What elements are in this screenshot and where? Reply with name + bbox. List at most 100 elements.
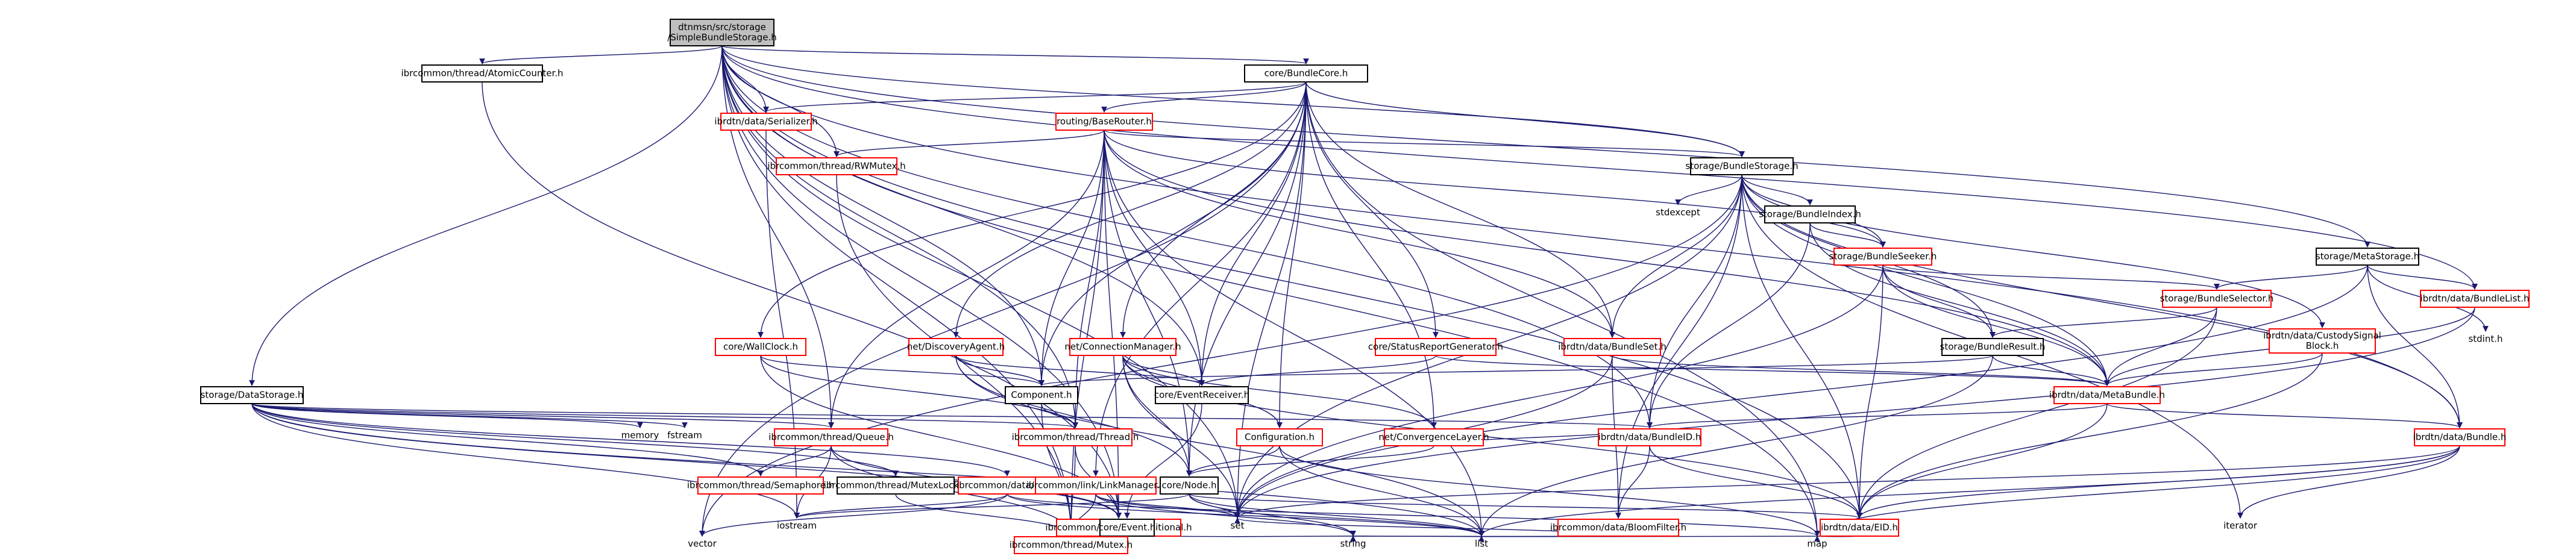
node-bundleid[interactable]: ibrdtn/data/BundleID.h [1598,428,1701,446]
node-node[interactable]: core/Node.h [1160,476,1219,495]
edge-serializer-iostream [765,130,800,519]
edge-baserouter-conditional [1104,130,1122,519]
node-box-rwmutex [776,157,897,175]
node-label-custody: ibrdtn/data/CustodySignal [2263,330,2381,341]
node-metabundle[interactable]: ibrdtn/data/MetaBundle.h [2049,386,2165,404]
node-serializer[interactable]: ibrdtn/data/Serializer.h [714,113,818,131]
node-rwmutex[interactable]: ibrcommon/thread/RWMutex.h [767,157,906,175]
edge-connmgr-convlayer [1122,355,1437,428]
edge-baserouter-mutex [1068,130,1105,536]
node-linkmgr[interactable]: ibrcommon/link/LinkManager.h [1026,476,1166,495]
edge-queue-semaphore [758,445,832,476]
node-set: set [1231,520,1245,531]
node-label-baserouter: routing/BaseRouter.h [1057,116,1152,127]
edge-node-eid [1189,493,1862,519]
node-core[interactable]: core/BundleCore.h [1244,64,1368,83]
node-label-bundleset: ibrdtn/data/BundleSet.h [1558,342,1667,352]
edge-baserouter-bseeker [1104,130,1886,248]
node-datastorage[interactable]: storage/DataStorage.h [200,386,304,404]
node-atomic[interactable]: ibrcommon/thread/AtomicCounter.h [401,64,564,83]
node-label-component: Component.h [1011,390,1072,401]
node-stdint: stdint.h [2468,334,2502,345]
node-metastorage[interactable]: storage/MetaStorage.h [2316,248,2419,266]
node-wallclock[interactable]: core/WallClock.h [715,338,806,356]
node-queue[interactable]: ibrcommon/thread/Queue.h [768,428,894,446]
edge-discovery-node [955,355,1192,476]
node-configuration[interactable]: Configuration.h [1236,428,1323,446]
node-bindex[interactable]: storage/BundleIndex.h [1759,205,1861,223]
node-iostream: iostream [777,520,817,531]
edge-core-baserouter [1101,81,1307,113]
node-bloom[interactable]: ibrcommon/data/BloomFilter.h [1550,519,1686,537]
node-label-convlayer: net/ConvergenceLayer.h [1378,432,1489,443]
node-connmgr[interactable]: net/ConnectionManager.h [1064,338,1181,356]
node-label-linkmgr: ibrcommon/link/LinkManager.h [1026,480,1166,491]
edge-core-bundleset [1305,81,1615,338]
edge-baserouter-queue [828,130,1105,428]
node-bundleh[interactable]: ibrdtn/data/Bundle.h [2413,428,2507,446]
node-statusgen[interactable]: core/StatusReportGenerator.h [1368,338,1503,356]
edge-bundleh-map [1814,445,2460,537]
edge-core-linkmgr [1093,81,1307,476]
edge-bstorage-bundleh [1741,174,2463,428]
node-convlayer[interactable]: net/ConvergenceLayer.h [1378,428,1489,446]
node-box-eventrecv [1155,386,1249,404]
node-label-semaphore: ibrcommon/thread/Semaphore.h [687,480,834,491]
edge-node-string [1189,493,1356,537]
node-component[interactable]: Component.h [1005,386,1078,404]
node-bseeker[interactable]: storage/BundleSeeker.h [1829,248,1937,266]
node-box-bundleh [2414,428,2505,446]
node-bundleset[interactable]: ibrdtn/data/BundleSet.h [1558,338,1667,356]
node-event[interactable]: core/Event.h [1099,519,1156,537]
node-label-file: ibrcommon/data/File.h [957,480,1058,491]
edge-atomic-conditional [482,81,1122,519]
edge-root-eid [721,45,1862,519]
node-bresult[interactable]: storage/BundleResult.h [1940,338,2046,356]
node-label-string: string [1340,539,1366,549]
node-label-bseeker: storage/BundleSeeker.h [1829,251,1937,262]
edge-core-statusgen [1305,81,1439,338]
node-baserouter[interactable]: routing/BaseRouter.h [1055,113,1153,131]
node-root[interactable]: dtnmsn/src/storage/SimpleBundleStorage.h [667,19,777,46]
edge-bundleid-bloom [1615,445,1650,519]
node-thread[interactable]: ibrcommon/thread/Thread.h [1012,428,1139,446]
node-label-event: core/Event.h [1099,522,1156,533]
node-label-atomic: ibrcommon/thread/AtomicCounter.h [401,68,563,79]
edge-datastorage-conditional [251,403,1122,519]
edge-discovery-component [955,355,1045,386]
node-bselector[interactable]: storage/BundleSelector.h [2160,290,2274,308]
node-label-fstream: fstream [667,430,702,441]
node-box-bundleid [1598,428,1701,446]
edge-configuration-node [1186,445,1280,476]
node-layer: dtnmsn/src/storage/SimpleBundleStorage.h… [200,19,2530,554]
edge-metastorage-bselector [2214,264,2368,290]
node-stdexcept: stdexcept [1656,207,1700,218]
node-box-metabundle [2053,386,2161,404]
node-eventrecv[interactable]: core/EventReceiver.h [1154,386,1249,404]
node-semaphore[interactable]: ibrcommon/thread/Semaphore.h [687,476,834,495]
edge-core-wallclock [758,81,1307,338]
node-discovery[interactable]: net/DiscoveryAgent.h [907,338,1005,356]
node-label-connmgr: net/ConnectionManager.h [1064,342,1181,352]
node-box-event [1099,519,1155,537]
node-map: map [1807,539,1827,549]
edge-bundleh-iterator [2237,445,2460,519]
edge-custody-metabundle [2104,352,2323,386]
edge-bstorage-bindex [1741,174,1813,205]
node-bundlelist[interactable]: ibrdtn/data/BundleList.h [2420,290,2530,308]
edge-core-serializer [763,81,1307,113]
edge-datastorage-list [251,403,1484,537]
edge-bresult-list [1478,355,1993,537]
node-bstorage[interactable]: storage/BundleStorage.h [1685,157,1798,175]
edge-metastorage-bundleh [2367,264,2463,428]
node-eid[interactable]: ibrdtn/data/EID.h [1820,519,1899,537]
node-mutexlock[interactable]: ibrcommon/thread/MutexLock.h [824,476,968,495]
node-label-bselector: storage/BundleSelector.h [2160,293,2274,304]
node-mutex[interactable]: ibrcommon/thread/Mutex.h [1010,536,1133,554]
node-label-rwmutex: ibrcommon/thread/RWMutex.h [767,161,905,172]
edge-custody-eid [1856,352,2323,519]
node-box-statusgen [1375,338,1497,356]
edge-metabundle-eid [1856,403,2108,519]
node-box-baserouter [1055,113,1153,131]
